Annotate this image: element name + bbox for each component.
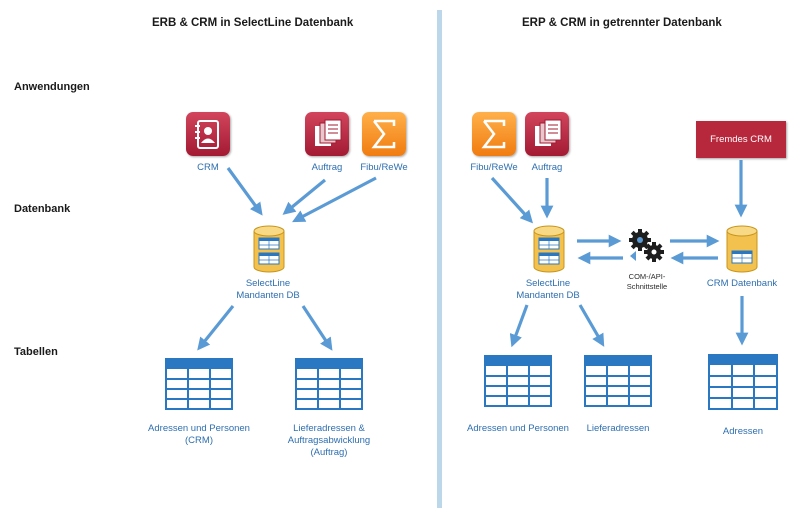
arrow-db-to-table1 (509, 304, 529, 348)
database-icon (532, 225, 566, 278)
table-icon (484, 355, 552, 412)
arrow-db-to-table2 (578, 304, 605, 347)
column-divider (437, 10, 442, 508)
row-label-tabellen: Tabellen (14, 346, 58, 358)
arrow-fibu-to-db (490, 176, 534, 224)
database-icon (725, 225, 759, 278)
table-icon (165, 358, 233, 415)
auftrag-icon (305, 112, 349, 156)
left-title: ERB & CRM in SelectLine Datenbank (152, 17, 354, 29)
table-icon (584, 355, 652, 412)
table-icon (295, 358, 363, 415)
table-icon (708, 354, 778, 415)
arrow-db-to-table2 (301, 305, 333, 351)
crm-datenbank-label: CRM Datenbank (706, 278, 778, 289)
table-label-lieferadressen-auftrag: Lieferadressen &Auftragsabwicklung(Auftr… (287, 423, 371, 458)
fibu-label: Fibu/ReWe (470, 162, 518, 173)
auftrag-label: Auftrag (531, 162, 563, 173)
table-label-adressen-personen-crm: Adressen und Personen(CRM) (148, 423, 250, 446)
table-label-lieferadressen: Lieferadressen (586, 423, 650, 434)
arrow-auftrag-to-db (282, 178, 327, 215)
row-label-datenbank: Datenbank (14, 203, 71, 215)
database-icon (252, 225, 286, 278)
gears-icon (626, 226, 668, 271)
crm-label: CRM (197, 162, 219, 173)
arrow-fibu-to-db (292, 176, 377, 223)
arrow-db-to-table1 (197, 304, 235, 351)
right-title: ERP & CRM in getrennter Datenbank (522, 17, 722, 29)
arrow-crm-to-db (226, 167, 263, 216)
fibu-label: Fibu/ReWe (360, 162, 408, 173)
auftrag-label: Auftrag (311, 162, 343, 173)
table-label-adressen-personen: Adressen und Personen (467, 423, 569, 434)
auftrag-icon (525, 112, 569, 156)
table-label-adressen: Adressen (722, 426, 764, 437)
fremdes-crm-box: Fremdes CRM (696, 121, 786, 158)
sigma-icon (472, 112, 516, 156)
interface-label: COM-/API-Schnittstelle (626, 272, 668, 291)
sigma-icon (362, 112, 406, 156)
crm-icon (186, 112, 230, 156)
row-label-anwendungen: Anwendungen (14, 81, 90, 93)
